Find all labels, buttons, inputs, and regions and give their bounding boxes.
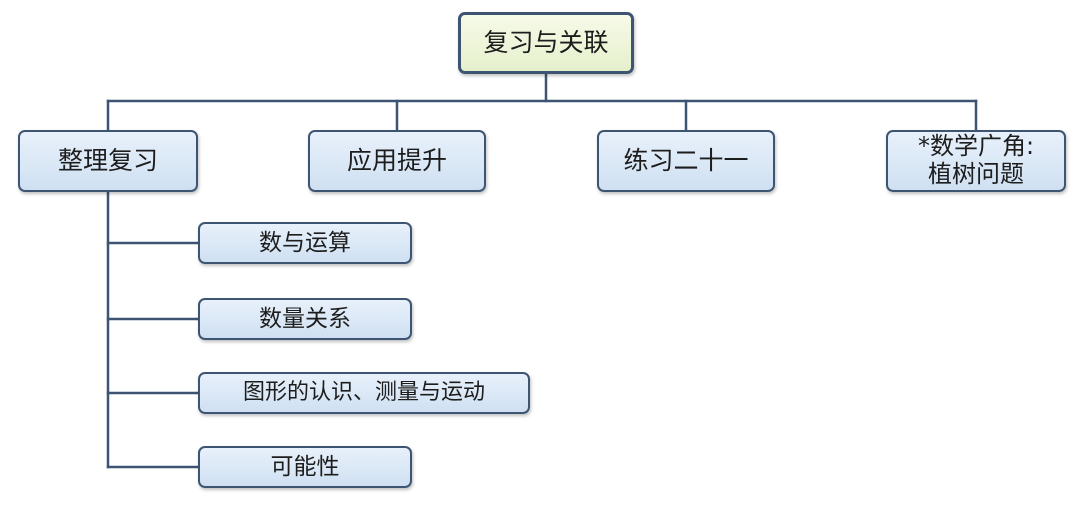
branch-node-exercise: 练习二十一 [597,130,775,192]
review-child-node-geometry: 图形的认识、测量与运动 [198,372,530,414]
review-child-node-probability: 可能性 [198,446,412,488]
branch-node-math-corner: *数学广角: 植树问题 [886,130,1066,192]
root-node: 复习与关联 [458,12,634,74]
branch-node-apply: 应用提升 [308,130,486,192]
branch-node-review: 整理复习 [18,130,198,192]
review-child-node-numbers: 数与运算 [198,222,412,264]
review-child-node-relations: 数量关系 [198,298,412,340]
